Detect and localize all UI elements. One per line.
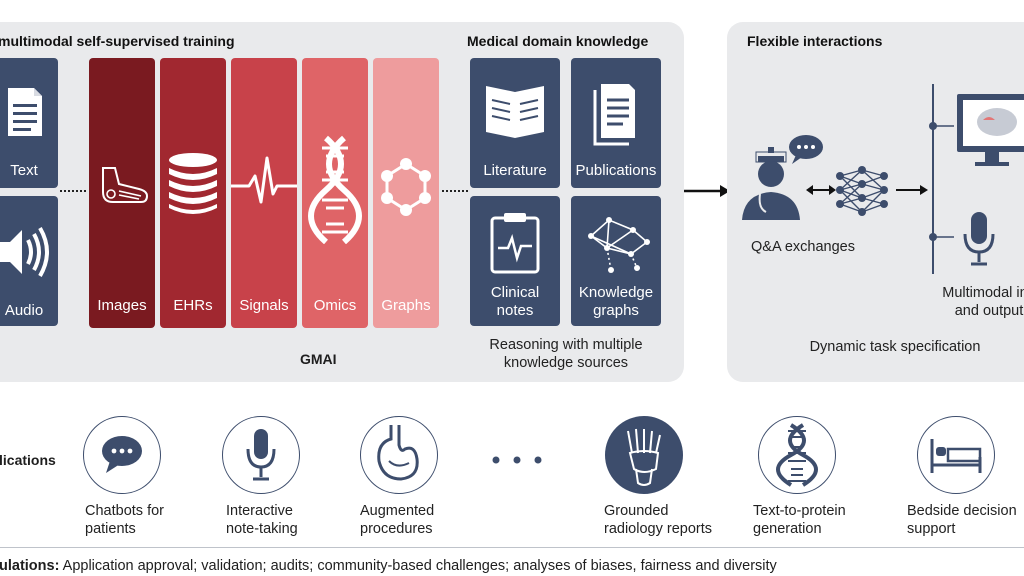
speaker-icon <box>0 226 49 278</box>
output-connectors <box>929 122 954 241</box>
more-ellipsis <box>491 452 551 464</box>
protein-label: Text-to-protein generation <box>753 503 846 537</box>
publications-label: Publications <box>575 162 657 179</box>
book-icon <box>486 86 544 138</box>
graphs-column: Graphs <box>373 58 439 328</box>
document-icon <box>8 88 42 136</box>
procedures-circle <box>360 416 438 494</box>
note-taking-circle <box>222 416 300 494</box>
audio-label: Audio <box>4 302 44 319</box>
knowledge-caption: Reasoning with multiple knowledge source… <box>489 337 643 371</box>
clinical-notes-tile: Clinical notes <box>470 196 560 326</box>
output-vertical-line <box>932 84 934 274</box>
foot-xray-icon <box>102 167 149 203</box>
waveform-icon <box>231 156 297 204</box>
doctor-icon <box>742 147 800 220</box>
microphone-icon <box>963 212 995 266</box>
audio-tile: Audio <box>0 196 58 326</box>
images-column: Images <box>89 58 155 328</box>
bedside-circle <box>917 416 995 494</box>
multimodal-label: Multimodal inp and output <box>942 285 1024 319</box>
foot-bones-icon <box>627 428 661 486</box>
text-label: Text <box>10 162 38 179</box>
note-taking-label: Interactive note-taking <box>226 503 298 537</box>
arrow-right-icon <box>684 185 730 197</box>
dynamic-task-label: Dynamic task specification <box>809 339 981 355</box>
graphs-label: Graphs <box>381 297 431 314</box>
chatbot-circle <box>83 416 161 494</box>
interactions-title: Flexible interactions <box>747 33 883 49</box>
graph-icon <box>381 158 431 216</box>
qa-label: Q&A exchanges <box>751 239 855 255</box>
dotted-connector-left <box>60 190 86 192</box>
applications-title: lications <box>0 452 56 468</box>
chat-bubble-icon <box>789 135 823 164</box>
microphone-icon <box>246 429 276 481</box>
omics-label: Omics <box>313 297 357 314</box>
clinical-notes-label: Clinical notes <box>490 284 540 319</box>
regulations-text: Application approval; validation; audits… <box>62 558 777 574</box>
double-arrow-icon <box>806 185 836 195</box>
regulations-line: ulations: Application approval; validati… <box>0 558 777 574</box>
text-tile: Text <box>0 58 58 188</box>
signals-label: Signals <box>239 297 289 314</box>
chatbot-label: Chatbots for patients <box>85 503 164 537</box>
neural-network-icon <box>836 166 888 216</box>
network-icon <box>588 217 650 273</box>
regulations-divider <box>0 547 1024 548</box>
clipboard-icon <box>490 213 540 274</box>
procedures-label: Augmented procedures <box>360 503 435 537</box>
publication-icon <box>593 84 635 146</box>
publications-tile: Publications <box>571 58 661 188</box>
dna-icon <box>308 135 362 244</box>
ehrs-column: EHRs <box>160 58 226 328</box>
database-icon <box>169 153 217 214</box>
training-title: multimodal self-supervised training <box>0 33 235 49</box>
omics-column: Omics <box>302 58 368 328</box>
dna-icon <box>776 423 818 487</box>
images-label: Images <box>97 297 147 314</box>
knowledge-graphs-tile: Knowledge graphs <box>571 196 661 326</box>
monitor-brain-icon <box>957 94 1024 166</box>
radiology-circle <box>605 416 683 494</box>
gmai-label: GMAI <box>300 351 337 367</box>
knowledge-graphs-label: Knowledge graphs <box>578 284 654 319</box>
bedside-label: Bedside decision support <box>907 503 1017 537</box>
dotted-connector-right <box>442 190 468 192</box>
bed-icon <box>930 439 982 473</box>
knowledge-title: Medical domain knowledge <box>467 33 649 49</box>
ehrs-label: EHRs <box>173 297 213 314</box>
stomach-icon <box>377 425 419 481</box>
literature-label: Literature <box>483 162 547 179</box>
protein-circle <box>758 416 836 494</box>
signals-column: Signals <box>231 58 297 328</box>
literature-tile: Literature <box>470 58 560 188</box>
radiology-label: Grounded radiology reports <box>604 503 712 537</box>
chat-bubble-icon <box>102 436 142 473</box>
arrow-to-output-icon <box>896 185 928 195</box>
regulations-title: ulations: <box>0 558 60 574</box>
